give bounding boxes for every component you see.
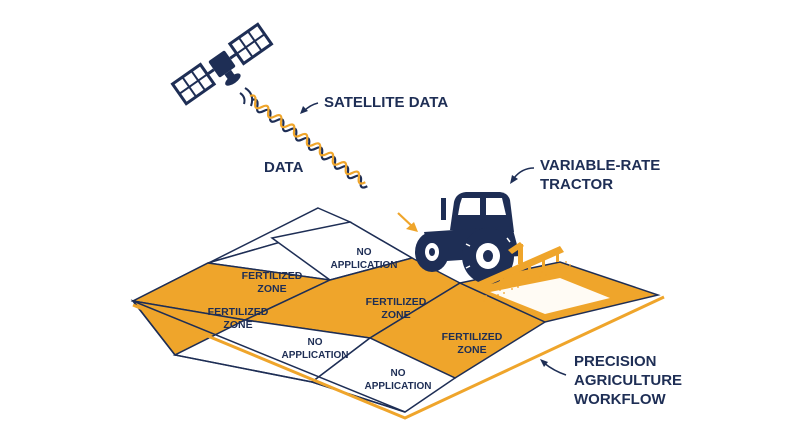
- sprayer-boom-icon: [478, 242, 571, 302]
- zone-label-fert-4b: ZONE: [457, 344, 486, 356]
- callout-arrow-workflow: [543, 362, 567, 376]
- satellite-icon: [170, 22, 274, 106]
- data-label: DATA: [264, 159, 304, 176]
- field-sprayed-stripe: [490, 278, 610, 314]
- zone-label-no-app-3a: NO: [391, 368, 406, 379]
- workflow-label-line2: AGRICULTURE: [574, 372, 682, 389]
- workflow-label-line1: PRECISION: [574, 353, 657, 370]
- workflow-label-line3: WORKFLOW: [574, 391, 666, 408]
- zone-label-no-app-1a: NO: [357, 247, 372, 258]
- satellite-data-label: SATELLITE DATA: [324, 94, 448, 111]
- data-signal-wave: [249, 94, 418, 232]
- field-cell-corner: [130, 299, 406, 413]
- zone-label-fert-2b: ZONE: [381, 309, 410, 321]
- zone-label-fert-3a: FERTILIZED: [208, 306, 269, 318]
- zone-label-fert-4a: FERTILIZED: [442, 331, 503, 343]
- zone-label-fert-3b: ZONE: [223, 319, 252, 331]
- zone-labels: NO APPLICATION FERTILIZED ZONE FERTILIZE…: [208, 247, 503, 392]
- field-grid: [130, 207, 665, 420]
- zone-label-fert-1a: FERTILIZED: [242, 270, 303, 282]
- callout-arrow-tractor: [513, 167, 535, 179]
- zone-label-fert-2a: FERTILIZED: [366, 296, 427, 308]
- zone-label-no-app-1b: APPLICATION: [330, 260, 397, 271]
- field-base-edge: [132, 295, 665, 420]
- tractor-label-line2: TRACTOR: [540, 176, 613, 193]
- zone-label-no-app-3b: APPLICATION: [364, 381, 431, 392]
- zone-label-fert-1b: ZONE: [257, 283, 286, 295]
- data-arrow-head: [406, 222, 418, 232]
- tractor-label-line1: VARIABLE-RATE: [540, 157, 660, 174]
- tractor-icon: [415, 192, 520, 284]
- zone-label-no-app-2a: NO: [308, 337, 323, 348]
- callouts: SATELLITE DATA DATA VARIABLE-RATE TRACTO…: [264, 94, 682, 408]
- signal-wave-icon: [239, 87, 254, 107]
- zone-label-no-app-2b: APPLICATION: [281, 350, 348, 361]
